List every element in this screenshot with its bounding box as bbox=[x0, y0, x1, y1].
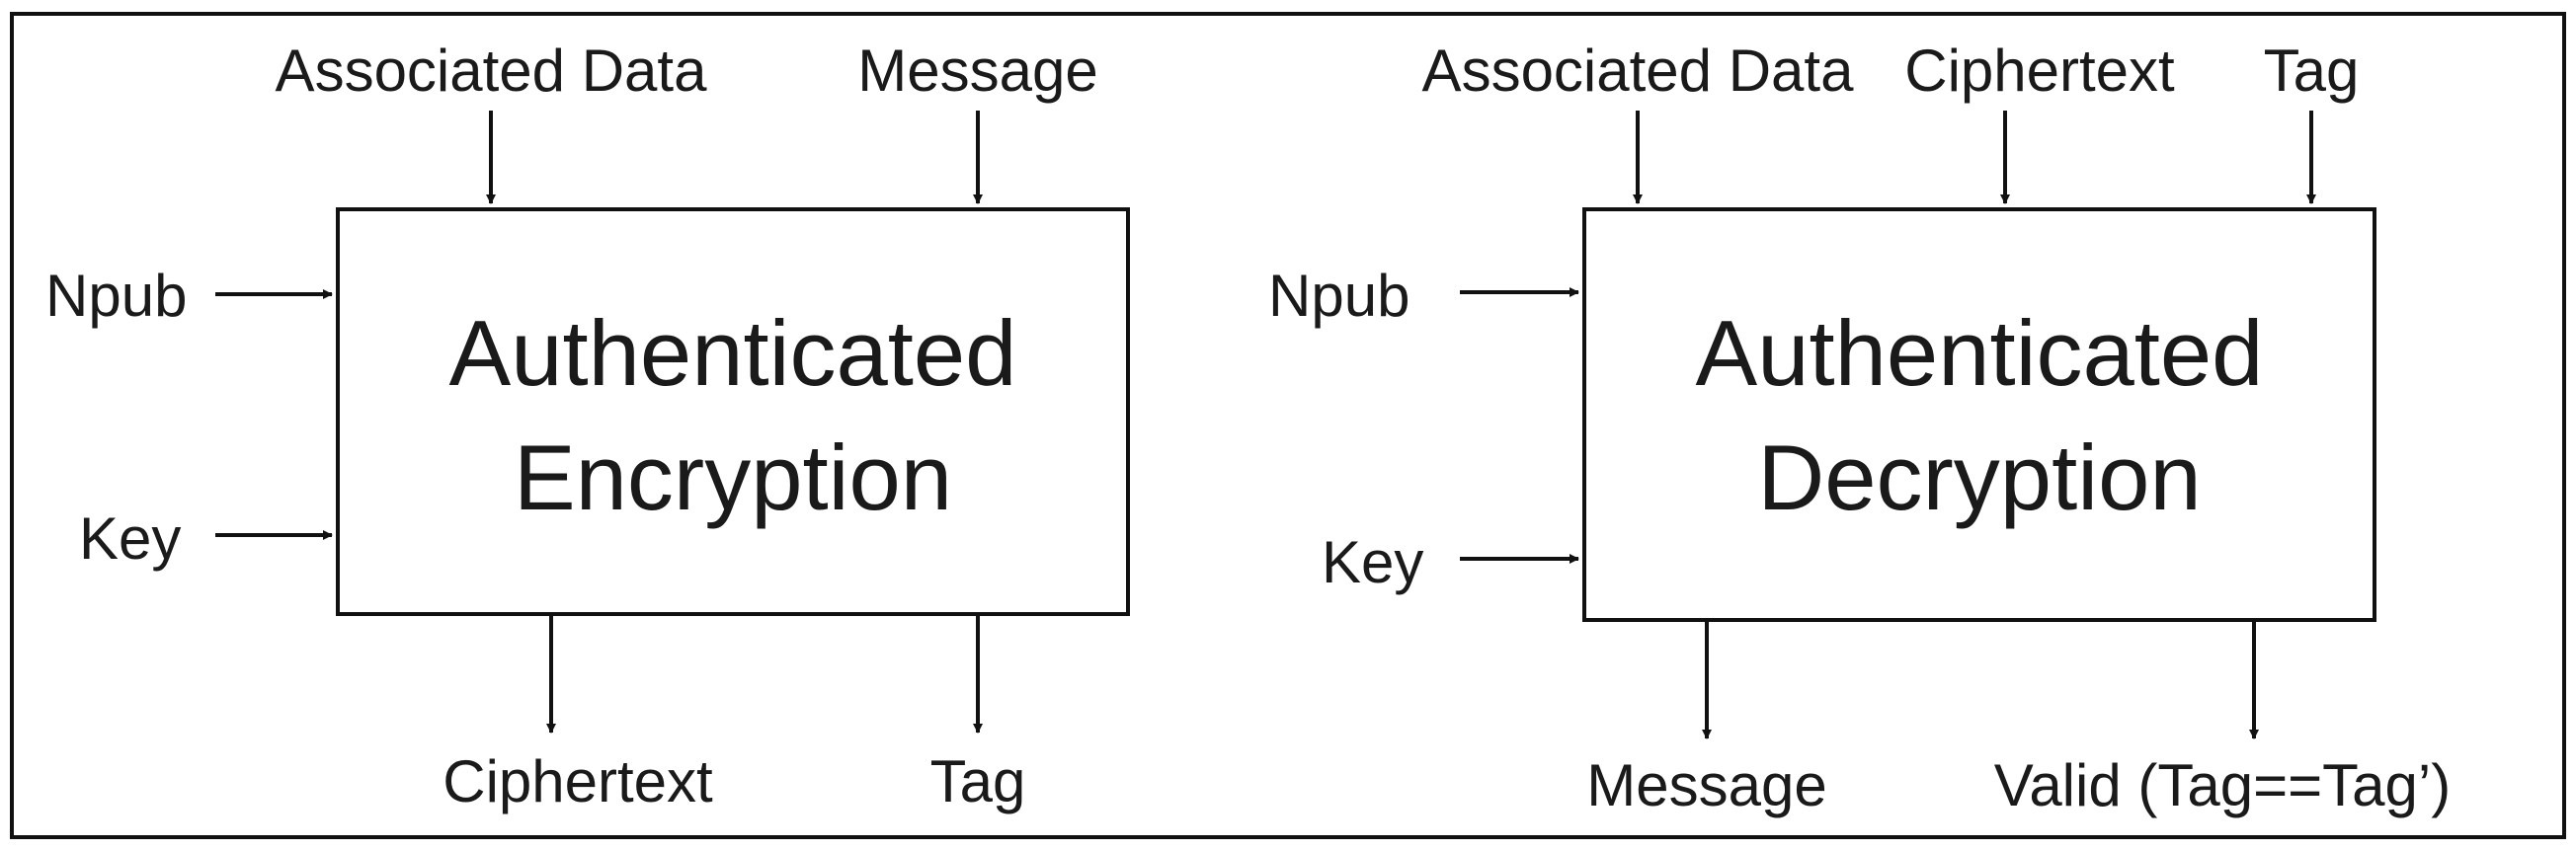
decryption-section: Authenticated Decryption Associated Data… bbox=[1268, 38, 2451, 818]
enc-npub-label: Npub bbox=[45, 263, 187, 329]
dec-ciphertext-label: Ciphertext bbox=[1904, 38, 2175, 104]
dec-npub-label: Npub bbox=[1268, 263, 1409, 329]
encryption-block bbox=[336, 207, 1130, 616]
enc-tag-label: Tag bbox=[930, 748, 1026, 814]
outer-frame bbox=[10, 12, 2566, 839]
enc-key-label: Key bbox=[79, 505, 181, 572]
decryption-block bbox=[1582, 207, 2376, 622]
enc-message-label: Message bbox=[857, 38, 1097, 104]
enc-associated-data-label: Associated Data bbox=[276, 38, 708, 104]
decryption-block-title-line1: Authenticated bbox=[1696, 301, 2264, 405]
encryption-section: Authenticated Encryption Associated Data… bbox=[45, 38, 1130, 814]
dec-message-label: Message bbox=[1586, 752, 1826, 818]
decryption-block-title-line2: Decryption bbox=[1757, 426, 2201, 529]
dec-valid-label: Valid (Tag==Tag’) bbox=[1994, 752, 2451, 818]
dec-tag-label: Tag bbox=[2264, 38, 2360, 104]
encryption-block-title-line2: Encryption bbox=[514, 426, 952, 529]
enc-ciphertext-label: Ciphertext bbox=[443, 748, 713, 814]
encryption-block-title-line1: Authenticated bbox=[449, 301, 1017, 405]
dec-associated-data-label: Associated Data bbox=[1422, 38, 1855, 104]
dec-key-label: Key bbox=[1322, 529, 1423, 595]
